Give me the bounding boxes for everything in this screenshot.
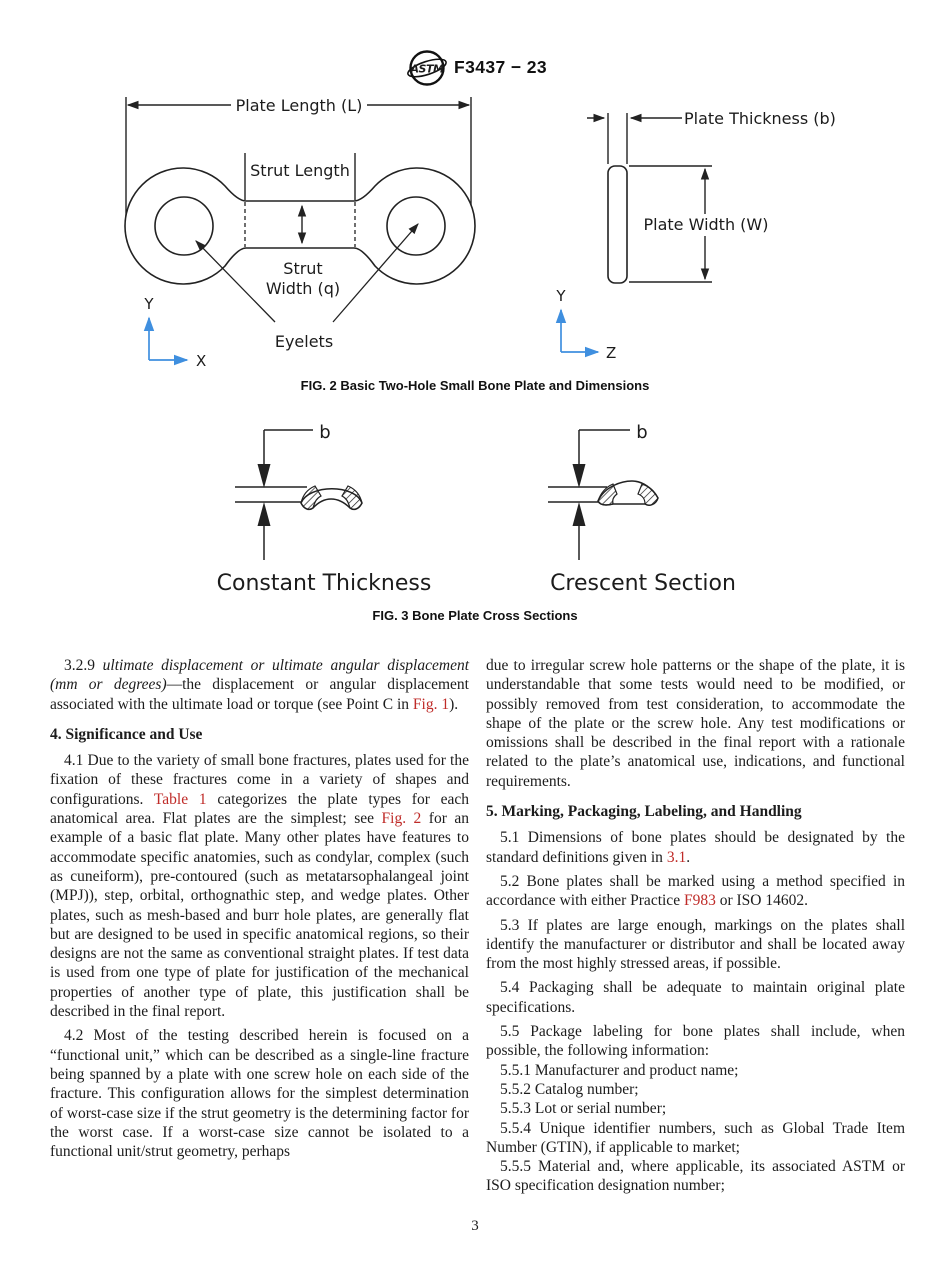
left-eyelet-hole bbox=[154, 196, 214, 256]
label-mask bbox=[648, 214, 766, 236]
down-arrow-icon bbox=[257, 464, 271, 488]
defined-term: ultimate displacement or ultimate angula… bbox=[50, 657, 470, 694]
clause-text: 5.1 Dimensions of bone plates should be … bbox=[486, 829, 905, 866]
plate-length-label: Plate Length (L) bbox=[236, 96, 363, 115]
section-4-heading: 4. Significance and Use bbox=[50, 725, 203, 743]
section-5-heading: 5. Marking, Packaging, Labeling, and Han… bbox=[486, 803, 802, 821]
page-number: 3 bbox=[471, 1218, 479, 1234]
clause-text-end: ). bbox=[449, 695, 459, 713]
up-arrow-icon bbox=[572, 502, 586, 526]
left-column: 3.2.9 ultimate displacement or ultimate … bbox=[50, 656, 469, 1166]
strut-width-label-line2: Width (q) bbox=[266, 279, 340, 298]
list-item-5-5-5: 5.5.5 Material and, where applicable, it… bbox=[486, 1158, 905, 1195]
plate-width-label: Plate Width (W) bbox=[644, 215, 769, 234]
y-axis-label: Y bbox=[555, 287, 566, 305]
b-dimension-label: b bbox=[636, 422, 647, 443]
x-axis-label: X bbox=[196, 352, 206, 370]
paragraph-4-2: 4.2 Most of the testing described herein… bbox=[50, 1027, 469, 1161]
b-dimension-label: b bbox=[319, 422, 330, 443]
link-fig1[interactable]: Fig. 1 bbox=[412, 695, 450, 713]
eyelet-leader-left bbox=[195, 240, 276, 323]
plate-side-profile bbox=[607, 165, 628, 284]
astm-logo: ASTM bbox=[407, 50, 447, 86]
paragraph-4-1: 4.1 Due to the variety of small bone fra… bbox=[50, 751, 469, 1021]
list-item-5-5-4: 5.5.4 Unique identifier numbers, such as… bbox=[486, 1119, 905, 1156]
fig2-plate-side-view: Plate Thickness (b) Plate Width (W) Y Z bbox=[555, 109, 836, 362]
fig3-cross-sections: b Constant Thickness b Cres bbox=[217, 422, 736, 596]
eyelets-label: Eyelets bbox=[275, 332, 333, 351]
strut-width-label-line1: Strut bbox=[283, 259, 322, 278]
eyelet-leader-right bbox=[332, 223, 419, 323]
paragraph-5-3: 5.3 If plates are large enough, markings… bbox=[486, 916, 905, 973]
clause-text-end: or ISO 14602. bbox=[715, 892, 808, 910]
clause-text: for an example of a basic flat plate. Ma… bbox=[50, 810, 470, 1021]
constant-thickness-label: Constant Thickness bbox=[217, 571, 432, 596]
z-axis-label: Z bbox=[606, 344, 616, 362]
paragraph-3-2-9: 3.2.9 ultimate displacement or ultimate … bbox=[50, 656, 469, 714]
standard-designation: F3437 − 23 bbox=[454, 57, 548, 77]
clause-text: 4.1 Due to the variety of small bone fra… bbox=[50, 752, 469, 808]
list-item-5-5-1: 5.5.1 Manufacturer and product name; bbox=[500, 1061, 739, 1079]
paragraph-4-2-continued: due to irregular screw hole patterns or … bbox=[486, 657, 905, 790]
down-arrow-icon bbox=[572, 464, 586, 488]
crescent-section-figure: b Crescent Section bbox=[548, 422, 736, 596]
clause-text: —the displacement or angular displacemen… bbox=[50, 676, 469, 713]
clause-text: 5.2 Bone plates shall be marked using a … bbox=[486, 872, 905, 910]
label-mask bbox=[231, 94, 367, 115]
paragraph-5-4: 5.4 Packaging shall be adequate to maint… bbox=[486, 979, 905, 1016]
paragraph-5-5: 5.5 Package labeling for bone plates sha… bbox=[486, 1023, 905, 1060]
plate-thickness-label: Plate Thickness (b) bbox=[684, 109, 836, 128]
fig2-plate-top-view: Plate Length (L) Strut Length Strut Widt… bbox=[124, 94, 476, 370]
crescent-section-label: Crescent Section bbox=[550, 571, 736, 596]
astm-logo-text: ASTM bbox=[410, 63, 444, 76]
list-item-5-5-2: 5.5.2 Catalog number; bbox=[500, 1080, 639, 1098]
clause-text: categorizes the plate types for each ana… bbox=[50, 790, 469, 828]
up-arrow-icon bbox=[257, 502, 271, 526]
fig3-caption: FIG. 3 Bone Plate Cross Sections bbox=[372, 608, 578, 623]
link-3-1[interactable]: 3.1 bbox=[666, 848, 687, 866]
link-f983[interactable]: F983 bbox=[683, 892, 716, 910]
astm-logo-orbit bbox=[407, 58, 447, 78]
strut-length-label: Strut Length bbox=[250, 161, 350, 180]
paragraph-5-1: 5.1 Dimensions of bone plates should be … bbox=[486, 828, 905, 867]
right-column: due to irregular screw hole patterns or … bbox=[486, 656, 905, 1196]
list-item-5-5-3: 5.5.3 Lot or serial number; bbox=[500, 1100, 667, 1118]
clause-text-end: . bbox=[686, 848, 691, 866]
y-axis-label: Y bbox=[143, 295, 154, 313]
fig2-caption: FIG. 2 Basic Two-Hole Small Bone Plate a… bbox=[300, 378, 650, 393]
clause-number: 3.2.9 bbox=[64, 657, 103, 674]
constant-thickness-figure: b Constant Thickness bbox=[217, 422, 432, 596]
paragraph-5-2: 5.2 Bone plates shall be marked using a … bbox=[486, 872, 905, 911]
link-table1[interactable]: Table 1 bbox=[153, 790, 207, 808]
link-fig2[interactable]: Fig. 2 bbox=[381, 810, 422, 828]
